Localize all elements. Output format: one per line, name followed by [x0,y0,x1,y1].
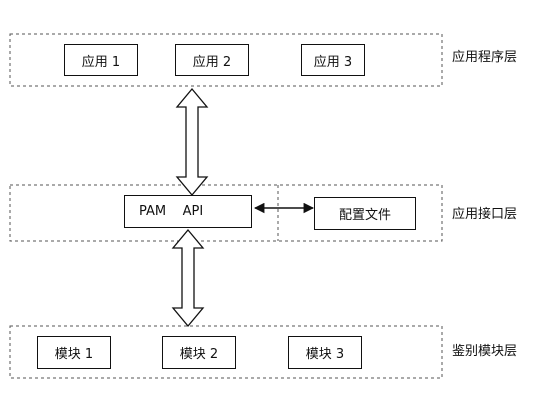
hollow-double-arrow-lower [171,228,205,328]
app-box-2: 应用 2 [175,44,249,76]
module-box-2: 模块 2 [162,336,236,369]
hollow-double-arrow-upper [175,87,209,197]
auth-layer-label: 鉴别模块层 [452,344,518,359]
auth-layer-container [9,325,443,379]
pam-api-box: PAM API [124,195,252,228]
interface-layer-container [9,184,443,242]
interface-layer-label: 应用接口层 [452,207,518,222]
module-box-1: 模块 1 [37,336,111,369]
config-file-box: 配置文件 [314,197,416,230]
app-box-3: 应用 3 [301,44,365,76]
module-box-3: 模块 3 [288,336,362,369]
app-box-1: 应用 1 [64,44,138,76]
application-layer-container [9,33,443,87]
application-layer-label: 应用程序层 [452,50,518,65]
